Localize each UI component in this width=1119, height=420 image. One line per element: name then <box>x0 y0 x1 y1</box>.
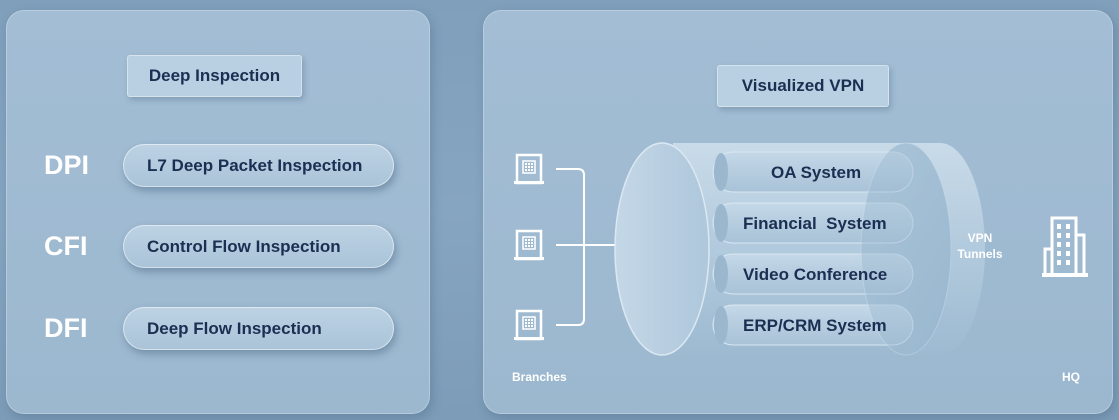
cfi-pill: Control Flow Inspection <box>123 225 394 268</box>
cfi-abbreviation: CFI <box>44 231 88 261</box>
tunnel-cylinder-left-cap <box>614 142 710 356</box>
vpn-label-line2: Tunnels <box>957 247 1003 261</box>
tunnel-financial-system: Financial System <box>743 214 887 233</box>
tunnel-video-conference: Video Conference <box>743 265 888 284</box>
dfi-abbreviation: DFI <box>44 313 88 343</box>
office-tower-icon <box>1042 216 1088 277</box>
building-icon <box>514 229 544 261</box>
tunnel-oa-system: OA System <box>771 163 862 182</box>
tunnel-erp-crm-system: ERP/CRM System <box>743 316 887 335</box>
vpn-tunnels-label: VPN Tunnels <box>948 230 1012 262</box>
building-icon <box>514 153 544 185</box>
deep-inspection-title: Deep Inspection <box>127 55 302 97</box>
tunnel-cylinder-right-cap <box>861 143 951 355</box>
branch-connectors <box>556 168 618 326</box>
building-icon <box>514 309 544 341</box>
visualized-vpn-title: Visualized VPN <box>717 65 889 107</box>
vpn-label-line1: VPN <box>967 231 993 245</box>
branches-label: Branches <box>512 370 567 384</box>
dpi-pill: L7 Deep Packet Inspection <box>123 144 394 187</box>
dfi-pill: Deep Flow Inspection <box>123 307 394 350</box>
dpi-abbreviation: DPI <box>44 150 90 180</box>
hq-label: HQ <box>1062 370 1080 384</box>
inner-tubes <box>712 151 914 346</box>
